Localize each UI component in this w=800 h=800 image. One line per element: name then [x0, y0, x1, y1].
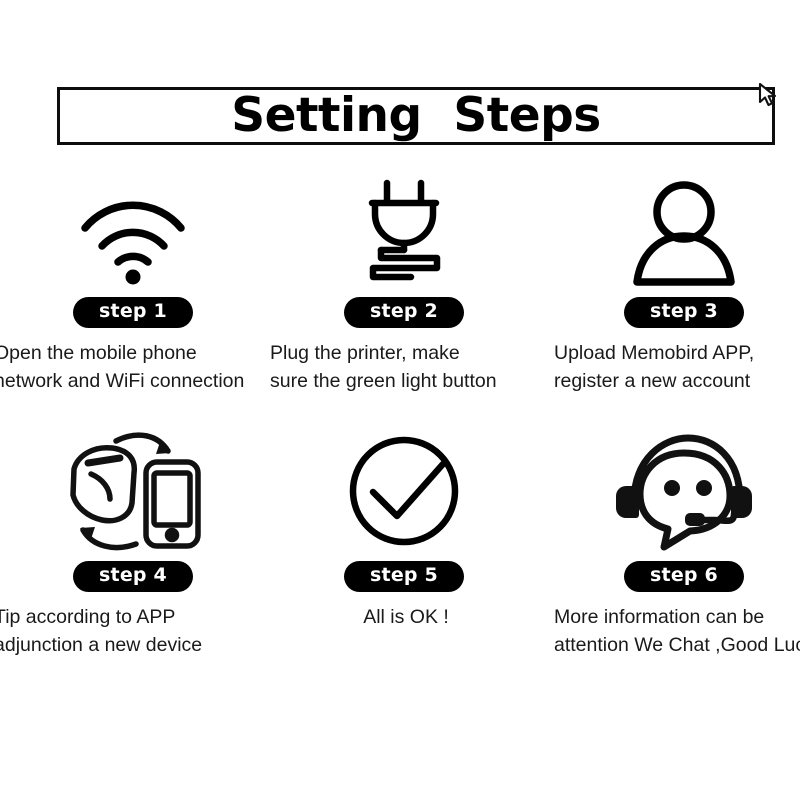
- step-5-icon-container: [343, 432, 465, 552]
- headset-support-icon: [616, 434, 752, 551]
- steps-grid: step 1 Open the mobile phone network and…: [0, 168, 800, 664]
- step-2-icon-container: [349, 168, 459, 288]
- step-card-5: step 5 All is OK !: [266, 432, 542, 664]
- step-1-badge: step 1: [73, 297, 193, 328]
- user-person-icon: [632, 181, 735, 286]
- banner-frame: Setting Steps: [57, 87, 775, 145]
- step-card-3: step 3 Upload Memobird APP, register a n…: [542, 168, 800, 400]
- step-1-caption: Open the mobile phone network and WiFi c…: [0, 341, 245, 392]
- step-3-caption: Upload Memobird APP, register a new acco…: [554, 341, 755, 392]
- step-6-badge: step 6: [624, 561, 744, 592]
- step-3-icon-container: [627, 168, 742, 288]
- step-5-badge: step 5: [344, 561, 464, 592]
- power-plug-icon: [368, 179, 441, 281]
- step-4-icon-container: [58, 432, 208, 552]
- banner: Setting Steps: [57, 83, 777, 145]
- step-2-caption: Plug the printer, make sure the green li…: [270, 341, 497, 392]
- step-card-6: step 6 More information can be attention…: [542, 432, 800, 664]
- step-3-badge: step 3: [624, 297, 744, 328]
- step-6-caption: More information can be attention We Cha…: [554, 605, 800, 656]
- check-circle-icon: [349, 436, 459, 546]
- step-4-badge: step 4: [73, 561, 193, 592]
- step-2-badge: step 2: [344, 297, 464, 328]
- page-title: Setting Steps: [231, 87, 601, 143]
- wifi-signal-icon: [81, 201, 185, 285]
- step-4-caption: Tip according to APP adjunction a new de…: [0, 605, 203, 656]
- printer-phone-sync-icon: [70, 432, 201, 551]
- step-card-2: step 2 Plug the printer, make sure the g…: [266, 168, 542, 400]
- step-6-icon-container: [614, 432, 754, 552]
- step-card-1: step 1 Open the mobile phone network and…: [0, 168, 266, 400]
- step-5-caption: All is OK !: [363, 605, 449, 628]
- step-card-4: step 4 Tip according to APP adjunction a…: [0, 432, 266, 664]
- step-1-icon-container: [73, 168, 193, 288]
